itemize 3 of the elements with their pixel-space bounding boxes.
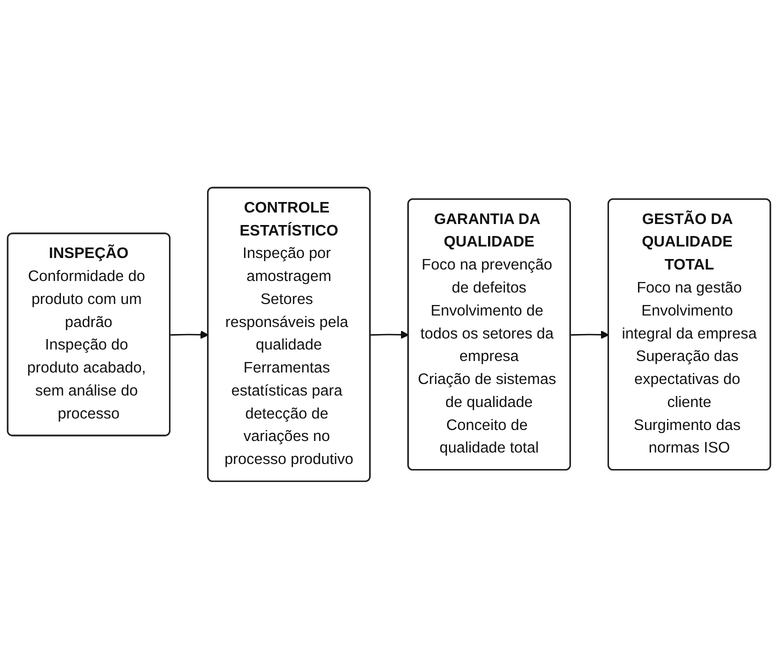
arrow <box>370 330 409 338</box>
arrow <box>570 330 610 338</box>
arrow <box>170 330 209 338</box>
